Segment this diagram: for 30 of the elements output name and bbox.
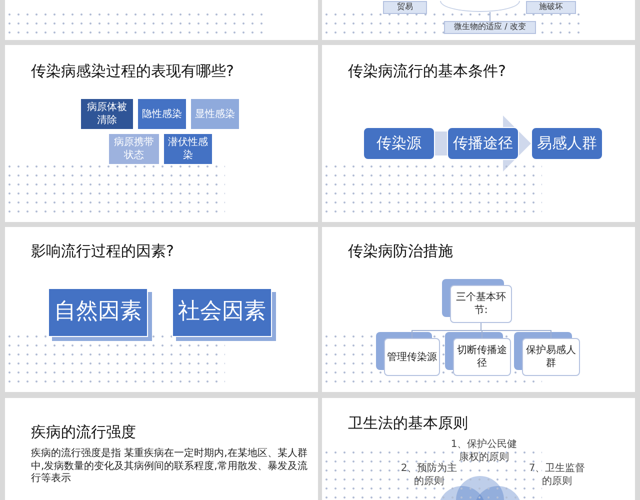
slide-panel	[322, 398, 635, 500]
text-box: 传播途径	[447, 127, 519, 160]
text-box: 潜伏性感染	[163, 133, 213, 165]
slide-title: 影响流行过程的因素?	[31, 242, 174, 261]
slide-panel	[5, 227, 318, 392]
principle-label: 2、预防为主的原则	[400, 462, 458, 488]
principle-label: 1、保护公民健康权的原则	[450, 438, 518, 463]
text-box: 施破坏	[526, 1, 576, 14]
principle-label: 7、卫生监督的原则	[528, 462, 586, 488]
slide-title: 传染病防治措施	[348, 242, 453, 261]
text-box: 易感人群	[531, 127, 603, 160]
slide-title: 疾病的流行强度	[31, 423, 136, 442]
slide-panel	[5, 398, 318, 500]
text-box: 传染源	[363, 127, 435, 160]
slide-title: 传染病流行的基本条件?	[348, 62, 506, 81]
text-box: 微生物的适应 / 改变	[444, 21, 536, 34]
slide-panel	[322, 227, 635, 392]
circle-arc	[440, 1, 520, 12]
slide-panel	[322, 0, 635, 40]
slide-panel	[5, 0, 318, 40]
slide-title: 传染病感染过程的表现有哪些?	[31, 62, 234, 81]
text-box: 隐性感染	[137, 98, 187, 130]
text-box: 病原体被清除	[80, 98, 134, 130]
slide-panel	[322, 45, 635, 222]
text-box: 显性感染	[190, 98, 240, 130]
slide-panel	[5, 45, 318, 222]
paragraph: 疾病的流行强度是指 某重疾病在一定时期内,在某地区、某人群中,发病数量的变化及其病例间的联系程度,常用散发、暴发及流行等表示	[31, 448, 308, 486]
text-box: 贸易	[383, 1, 427, 14]
slide-title: 卫生法的基本原则	[348, 414, 468, 433]
text-box: 病原携带状态	[108, 133, 160, 165]
